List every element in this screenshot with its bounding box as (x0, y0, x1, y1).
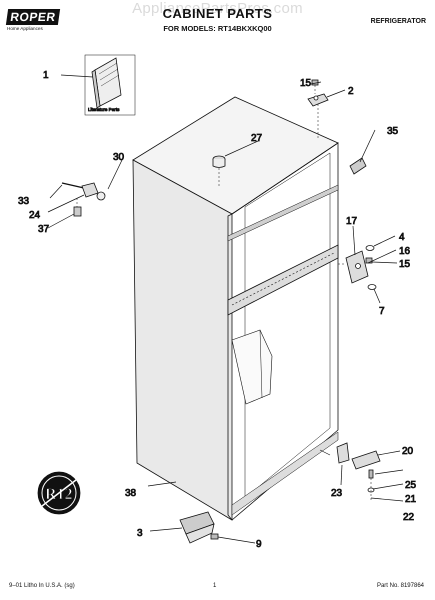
print-info: 9–01 Litho In U.S.A. (sg) (9, 583, 75, 589)
callout-numbers: 1 2 3 4 7 9 15 15 16 17 20 21 22 23 24 2… (18, 70, 417, 551)
left-hinge-assembly (61, 182, 106, 217)
callout-22: 22 (403, 512, 415, 523)
page-title: CABINET PARTS (162, 6, 273, 21)
model-subtitle: FOR MODELS: RT14BKXKQ00 (163, 24, 272, 33)
callout-3: 3 (137, 528, 143, 539)
callout-33: 33 (18, 196, 30, 207)
bottom-leveling-bracket (179, 511, 219, 544)
callout-4: 4 (399, 232, 405, 243)
literature-booklet (84, 54, 136, 116)
callout-17: 17 (346, 216, 358, 227)
callout-24: 24 (29, 210, 41, 221)
center-hinge-assembly (338, 245, 377, 290)
part-number: Part No. 8197864 (376, 583, 424, 589)
top-plug (212, 155, 226, 188)
callout-20: 20 (402, 446, 414, 457)
callout-15-center: 15 (399, 259, 411, 270)
callout-21: 21 (405, 494, 417, 505)
callout-16: 16 (399, 246, 411, 257)
hinge-cover (349, 157, 367, 175)
callout-25: 25 (405, 480, 417, 491)
watermark-text: AppliancePartsPros.com (132, 0, 303, 17)
callout-35: 35 (387, 126, 399, 137)
callout-15-top: 15 (300, 78, 312, 89)
callout-7: 7 (379, 306, 385, 317)
bottom-hinge-assembly (336, 442, 381, 500)
logo-tagline: Home Appliances (7, 26, 43, 31)
cabinet-body (132, 96, 339, 521)
page-number: 1 (213, 583, 217, 589)
r12-badge: R12 (37, 471, 81, 515)
callout-30: 30 (113, 152, 125, 163)
top-hinge (307, 79, 329, 140)
callout-9: 9 (256, 539, 262, 550)
leader-lines (47, 74, 404, 544)
brand-logo: ROPER Home Appliances (5, 9, 61, 31)
callout-2: 2 (348, 86, 354, 97)
callout-37: 37 (38, 224, 50, 235)
callout-23: 23 (331, 488, 343, 499)
callout-1: 1 (43, 70, 49, 81)
category-label: REFRIGERATOR (370, 18, 426, 25)
callout-38: 38 (125, 488, 137, 499)
literature-label: Literature Parts (88, 107, 120, 112)
callout-27: 27 (251, 133, 263, 144)
